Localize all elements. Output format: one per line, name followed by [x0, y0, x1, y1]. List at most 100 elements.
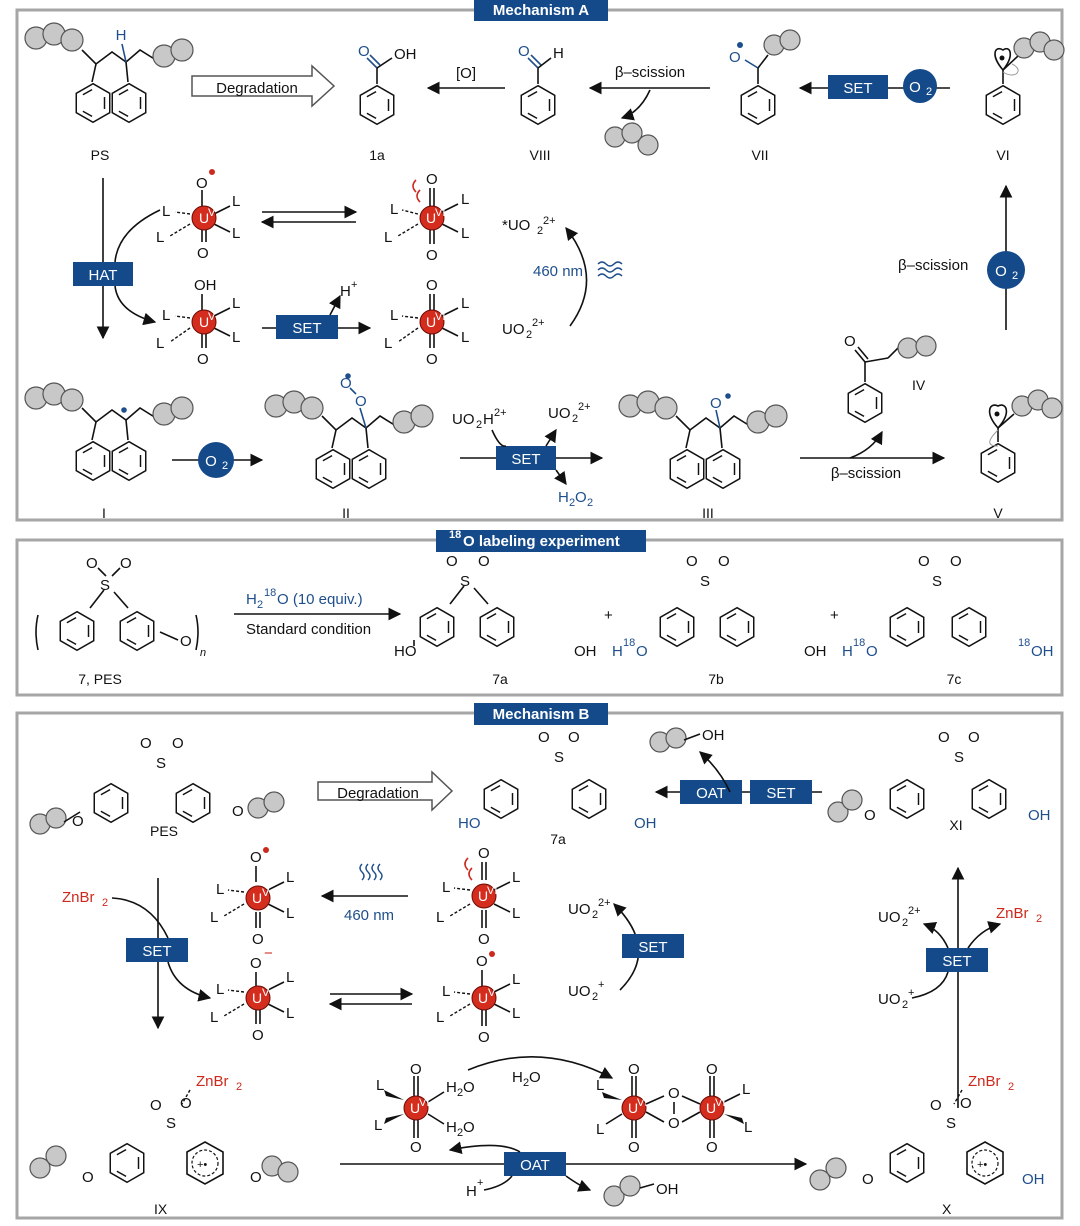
svg-text:O: O: [706, 1139, 718, 1156]
svg-text:L: L: [461, 191, 469, 208]
set-box-2: SET: [292, 320, 321, 337]
svg-text:O: O: [930, 1097, 942, 1114]
svg-text:L: L: [286, 969, 294, 986]
svg-text:O: O: [710, 395, 722, 412]
svg-text:L: L: [461, 295, 469, 312]
svg-text:L: L: [286, 1005, 294, 1022]
svg-text:H: H: [116, 27, 127, 44]
svg-text:2: 2: [592, 909, 598, 921]
svg-text:L: L: [742, 1081, 750, 1098]
panel-b-title: Mechanism B: [493, 706, 590, 723]
svg-text:IV: IV: [912, 377, 926, 393]
svg-text:H: H: [446, 1119, 457, 1136]
svg-text:O: O: [968, 729, 980, 746]
svg-text:O: O: [250, 1169, 262, 1186]
svg-text:2: 2: [572, 413, 578, 425]
svg-text:III: III: [702, 505, 714, 521]
svg-text:L: L: [596, 1121, 604, 1138]
svg-text:O: O: [668, 1115, 680, 1132]
svg-text:U: U: [706, 1100, 716, 1116]
svg-text:O: O: [866, 643, 878, 660]
uranyl-v-oxyl: O O L L L L U V: [156, 169, 240, 262]
svg-text:Degradation: Degradation: [216, 80, 298, 97]
svg-text:L: L: [512, 971, 520, 988]
svg-text:OH: OH: [1031, 643, 1054, 660]
compound-iv: O IV: [844, 333, 937, 424]
compound-pes-b: O S O O O PES: [29, 735, 285, 839]
svg-text:U: U: [628, 1100, 638, 1116]
svg-text:H: H: [512, 1069, 523, 1086]
svg-text:O: O: [410, 1139, 422, 1156]
uranyl-vi-ground: O O L L L L U VI: [384, 277, 469, 368]
svg-text:+: +: [604, 607, 613, 624]
svg-text:O: O: [426, 171, 438, 188]
svg-text:L: L: [216, 981, 224, 998]
compound-1a: O OH 1a: [358, 43, 417, 163]
znbr2-right: ZnBr: [996, 905, 1029, 922]
svg-text:U: U: [252, 890, 262, 906]
uranyl-vi-excited: O O L L L L U VI: [384, 171, 469, 264]
oat-box-2: OAT: [520, 1157, 550, 1174]
svg-text:II: II: [342, 505, 350, 521]
set-box-3: SET: [511, 451, 540, 468]
svg-text:UO: UO: [878, 909, 901, 926]
svg-text:2+: 2+: [598, 897, 611, 909]
svg-text:OH: OH: [702, 727, 725, 744]
compound-ps: PS: [91, 147, 110, 163]
svg-text:X: X: [942, 1201, 952, 1217]
svg-text:18: 18: [264, 587, 276, 599]
svg-text:OH: OH: [1028, 807, 1051, 824]
svg-text:O: O: [686, 553, 698, 570]
svg-text:O: O: [864, 807, 876, 824]
svg-text:L: L: [232, 329, 240, 346]
svg-text:+•: +•: [197, 1159, 207, 1171]
svg-text:2: 2: [592, 991, 598, 1003]
labeling-title: O labeling experiment: [463, 533, 620, 550]
svg-text:S: S: [460, 573, 470, 590]
svg-text:L: L: [232, 193, 240, 210]
compound-ii: O O II: [264, 373, 434, 521]
light-wave-icon-b: [359, 863, 383, 881]
svg-text:O: O: [410, 1061, 422, 1078]
svg-text:OH: OH: [634, 815, 657, 832]
svg-text:ZnBr: ZnBr: [968, 1073, 1001, 1090]
panel-mechanism-a: Mechanism A H PS Degradation O OH: [15, 0, 1065, 522]
svg-text:O: O: [180, 633, 192, 650]
uranyl-peroxo-dimer: O O L L U VI O O O O L L U: [596, 1061, 752, 1156]
svg-text:L: L: [232, 295, 240, 312]
svg-text:VI: VI: [637, 1097, 647, 1109]
svg-text:O: O: [196, 175, 208, 192]
svg-text:H: H: [340, 283, 351, 300]
svg-text:S: S: [700, 573, 710, 590]
svg-text:+: +: [908, 987, 914, 999]
light-460-b: 460 nm: [344, 907, 394, 924]
svg-text:L: L: [390, 201, 398, 218]
svg-text:VI: VI: [487, 885, 497, 897]
svg-text:O: O: [628, 1139, 640, 1156]
oat-box-1: OAT: [696, 785, 726, 802]
compound-7c: S O O H 18 O 18 OH 7c: [842, 553, 1054, 687]
svg-text:S: S: [946, 1115, 956, 1132]
svg-text:+: +: [830, 607, 839, 624]
uranyl-v-oxyl-b2: O O L L L L U V: [436, 951, 520, 1046]
svg-text:U: U: [478, 990, 488, 1006]
svg-text:L: L: [384, 335, 392, 352]
svg-text:7b: 7b: [708, 671, 724, 687]
svg-text:18: 18: [853, 637, 865, 649]
svg-text:L: L: [374, 1117, 382, 1134]
svg-text:O: O: [538, 729, 550, 746]
svg-text:O: O: [463, 1119, 475, 1136]
svg-text:7c: 7c: [947, 671, 962, 687]
svg-text:H: H: [842, 643, 853, 660]
svg-text:7a: 7a: [550, 831, 566, 847]
svg-text:18: 18: [623, 637, 635, 649]
svg-text:ZnBr: ZnBr: [196, 1073, 229, 1090]
svg-text:L: L: [596, 1077, 604, 1094]
svg-text:O: O: [960, 1095, 972, 1112]
svg-text:UO: UO: [878, 991, 901, 1008]
svg-text:O: O: [575, 489, 587, 506]
svg-text:+: +: [598, 979, 604, 991]
svg-text:L: L: [384, 229, 392, 246]
svg-text:HO: HO: [458, 815, 481, 832]
svg-text:+•: +•: [977, 1159, 987, 1171]
